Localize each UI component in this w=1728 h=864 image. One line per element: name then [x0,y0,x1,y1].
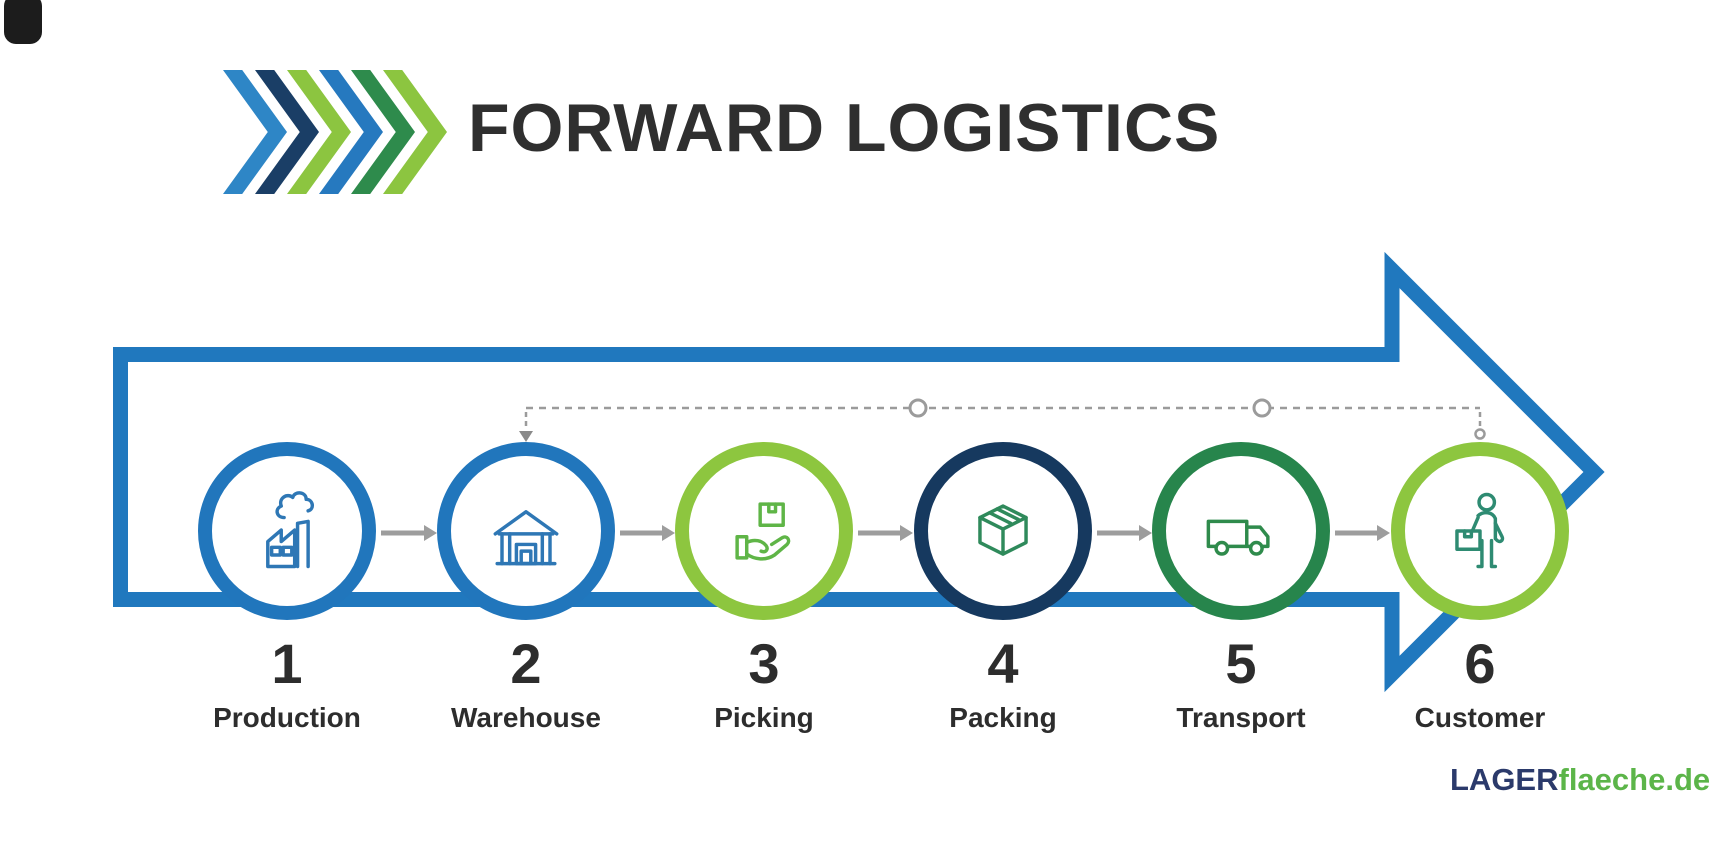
step-circle-warehouse [437,442,615,620]
down-arrowhead-icon [519,431,533,442]
fast-forward-chevrons-logo [223,70,463,194]
step-number: 5 [1225,632,1257,695]
step-number: 6 [1464,632,1496,695]
corner-mark [4,0,42,44]
line-node-icon [1252,398,1272,418]
step-label-picking: Picking [714,702,814,733]
line-node-icon [908,398,928,418]
line-end-node-icon [1474,428,1486,440]
connector-arrow-icon [1097,525,1152,541]
step-number: 3 [748,632,780,695]
person-with-box-icon [1432,483,1528,579]
package-box-icon [955,483,1051,579]
step-label-packing: Packing [949,702,1057,733]
connector-arrow-icon [381,525,437,541]
step-label-warehouse: Warehouse [451,702,601,733]
factory-icon [239,483,335,579]
connector-arrow-icon [620,525,675,541]
chevron-icon [383,70,447,194]
step-number: 4 [987,632,1019,695]
connector-arrow-icon [1335,525,1390,541]
step-circle-packing [914,442,1092,620]
step-label-customer: Customer [1414,702,1546,733]
step-circle-production [198,442,376,620]
brand-logo: LAGERflaeche.de [1450,762,1710,798]
step-label-production: Production [213,702,361,733]
brand-logo-primary: LAGER [1450,762,1559,797]
step-number: 2 [510,632,542,695]
step-label-transport: Transport [1176,702,1306,733]
step-circle-customer [1391,442,1569,620]
truck-icon [1193,483,1289,579]
step-circle-transport [1152,442,1330,620]
step-number: 1 [271,632,303,695]
brand-logo-secondary: flaeche.de [1558,762,1711,797]
warehouse-icon [478,483,574,579]
connector-arrow-icon [858,525,913,541]
hand-box-icon [716,483,812,579]
step-circle-picking [675,442,853,620]
page-title: FORWARD LOGISTICS [468,90,1221,166]
